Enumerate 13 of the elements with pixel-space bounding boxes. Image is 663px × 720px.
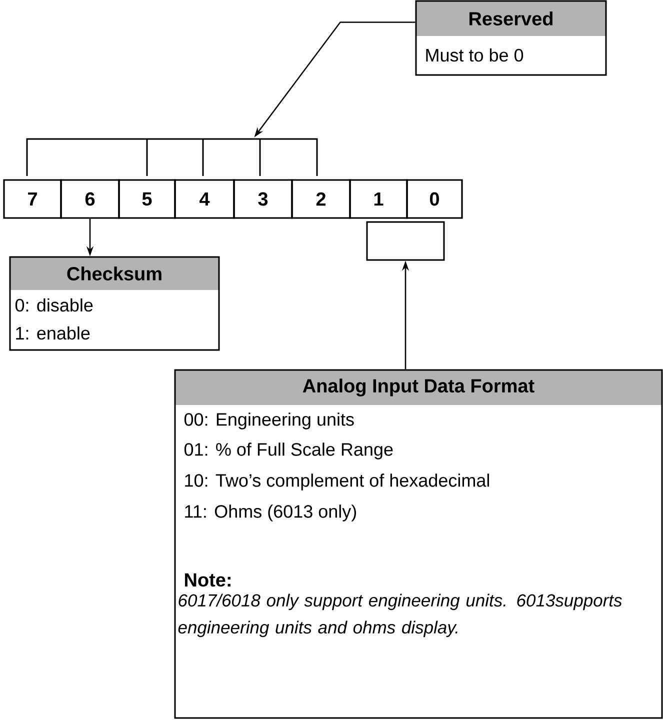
bracket: [26, 138, 318, 176]
bit-cell: 2: [291, 179, 351, 219]
bit-cell: 5: [118, 179, 176, 219]
bit-cell: 4: [174, 179, 235, 219]
table-box: Analog Input Data Format 00: Engineering units 01: % of Full Scale Range 10: Two’s complement of hexadecimal 11: Ohms (6013 only) Note: 6017/6018 only support engineering units. 6013supports engineering units and ohms display.: [174, 369, 663, 719]
bit-cell: 1: [349, 179, 408, 219]
bit-cell: 3: [233, 179, 293, 219]
bit-cell: 0: [406, 179, 463, 219]
bit-cell: 6: [60, 179, 120, 219]
empty-box: [366, 221, 445, 261]
table-box: Checksum 0: disable 1: enable: [9, 256, 220, 351]
bit-cell: 7: [3, 179, 62, 219]
table-box: Reserved Must to be 0: [415, 0, 607, 76]
